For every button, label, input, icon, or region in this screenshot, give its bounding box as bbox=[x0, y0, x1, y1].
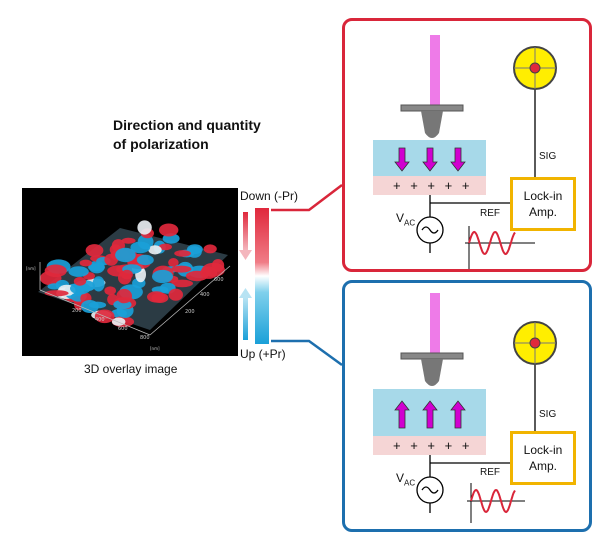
surface-domain bbox=[104, 286, 116, 296]
surface-domain bbox=[85, 244, 104, 257]
bottom-electrode bbox=[373, 436, 486, 455]
polarization-arrows bbox=[394, 400, 466, 429]
diagram-title: Direction and quantity of polarization bbox=[113, 116, 261, 154]
lockin-label-1: Lock-in bbox=[523, 189, 563, 203]
connector-up bbox=[271, 339, 343, 367]
surface-domain bbox=[79, 259, 93, 267]
surface-charges: + + + + + bbox=[393, 438, 473, 453]
scale-label-up: Up (+Pr) bbox=[240, 347, 286, 361]
probe-tip bbox=[421, 359, 443, 386]
surface-domain bbox=[200, 266, 218, 279]
panel-down-polarization: + + + + + Lock-in Amp. SIG REF VAC bbox=[342, 18, 592, 272]
tip-beam bbox=[430, 293, 440, 353]
cantilever bbox=[400, 104, 464, 112]
surface-domain bbox=[115, 247, 136, 263]
lockin-label-1: Lock-in bbox=[523, 443, 563, 457]
connector-down bbox=[271, 184, 343, 212]
svg-text:[nm]: [nm] bbox=[150, 346, 160, 351]
surface-domain bbox=[158, 243, 172, 251]
svg-text:800: 800 bbox=[140, 335, 150, 341]
surface-domain bbox=[168, 258, 179, 268]
sig-label: SIG bbox=[539, 151, 557, 162]
polarization-arrow bbox=[450, 400, 466, 429]
surface-domain bbox=[92, 276, 105, 292]
svg-text:200: 200 bbox=[185, 309, 195, 315]
surface-charges: + + + + + bbox=[393, 178, 473, 193]
polarization-color-scale bbox=[239, 208, 269, 344]
panel-up-polarization: + + + + + Lock-in Amp. SIG REF VAC bbox=[342, 280, 592, 532]
lockin-label-2: Amp. bbox=[528, 459, 557, 473]
scale-label-down: Down (-Pr) bbox=[240, 189, 299, 203]
surface-domain bbox=[171, 265, 192, 273]
probe-tip bbox=[421, 111, 443, 138]
svg-text:200: 200 bbox=[72, 308, 82, 314]
svg-text:400: 400 bbox=[95, 317, 105, 323]
surface-domain bbox=[203, 244, 217, 254]
pfm-setup-down bbox=[373, 35, 557, 269]
surface-domain bbox=[112, 317, 126, 326]
polarization-arrow bbox=[422, 400, 438, 429]
surface-domain bbox=[168, 288, 183, 301]
image-caption: 3D overlay image bbox=[84, 362, 178, 376]
surface-domain bbox=[68, 266, 89, 277]
down-gradient-arrow-body bbox=[243, 212, 248, 250]
svg-text:600: 600 bbox=[214, 277, 224, 283]
up-gradient-arrow-body bbox=[243, 298, 248, 340]
surface-domain bbox=[187, 244, 203, 255]
vac-label: VAC bbox=[396, 471, 415, 487]
surface-domain bbox=[73, 276, 87, 286]
surface-domain bbox=[89, 301, 107, 309]
surface-domain bbox=[171, 279, 193, 288]
lockin-label-2: Amp. bbox=[528, 205, 557, 219]
ref-label: REF bbox=[480, 467, 500, 478]
polarization-arrows bbox=[394, 147, 466, 172]
up-gradient-arrow-head bbox=[239, 288, 252, 298]
vac-label: VAC bbox=[396, 211, 415, 227]
vac-main: V bbox=[396, 471, 405, 485]
surface-domain bbox=[137, 220, 152, 235]
scale-bar bbox=[255, 208, 269, 344]
surface-domain bbox=[116, 288, 132, 304]
scope-dot bbox=[529, 62, 541, 74]
surface-domain bbox=[88, 263, 105, 272]
reference-waveform bbox=[470, 488, 516, 514]
surface-domain bbox=[44, 264, 67, 278]
surface-domain bbox=[159, 223, 179, 237]
sig-label: SIG bbox=[539, 409, 557, 420]
surface-domain bbox=[121, 237, 136, 244]
surface-domain bbox=[130, 241, 151, 254]
vac-sub: AC bbox=[404, 478, 416, 488]
vac-sub: AC bbox=[404, 218, 416, 228]
svg-text:[nm]: [nm] bbox=[26, 266, 36, 271]
title-line-2: of polarization bbox=[113, 136, 209, 152]
title-line-1: Direction and quantity bbox=[113, 117, 261, 133]
ref-label: REF bbox=[480, 208, 500, 219]
down-gradient-arrow-head bbox=[239, 250, 252, 260]
surface-domain bbox=[136, 254, 154, 266]
tip-beam bbox=[430, 35, 440, 105]
lockin-amplifier: Lock-in Amp. bbox=[510, 177, 576, 231]
polarization-arrow bbox=[394, 147, 410, 172]
bottom-electrode bbox=[373, 176, 486, 195]
polarization-arrow bbox=[422, 147, 438, 172]
svg-text:600: 600 bbox=[118, 326, 128, 332]
surface-domain bbox=[148, 245, 162, 255]
overlay-3d-image: 200 400 600 800 200 400 600 [nm] [nm] bbox=[22, 188, 238, 356]
svg-text:400: 400 bbox=[200, 292, 210, 298]
reference-waveform bbox=[468, 230, 516, 256]
surface-domain bbox=[152, 269, 173, 284]
surface-domain bbox=[151, 292, 169, 303]
vac-main: V bbox=[396, 211, 405, 225]
pfm-setup-up bbox=[373, 293, 557, 523]
surface-domain bbox=[104, 253, 118, 266]
lockin-amplifier: Lock-in Amp. bbox=[510, 431, 576, 485]
surface-domain bbox=[174, 250, 192, 257]
surface-domain bbox=[120, 269, 133, 280]
surface-domain bbox=[70, 282, 91, 295]
scope-dot bbox=[529, 337, 541, 349]
polarization-arrow bbox=[450, 147, 466, 172]
polarization-arrow bbox=[394, 400, 410, 429]
cantilever bbox=[400, 352, 464, 360]
